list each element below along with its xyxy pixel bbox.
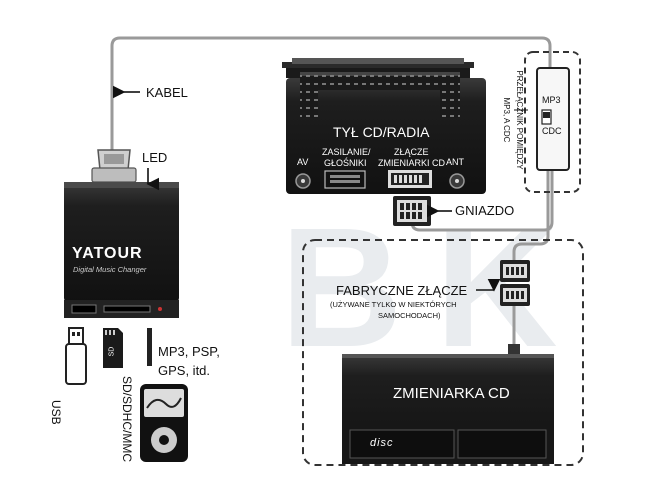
led-label: LED	[142, 150, 168, 165]
sd-label: SD/SDHC/MMC	[120, 376, 134, 462]
ant-label: ANT	[446, 157, 464, 167]
zasilanie-label-2: GŁOŚNIKI	[324, 158, 367, 168]
zlacze-label-1: ZŁĄCZE	[394, 147, 429, 157]
changer-disc-label: disc	[370, 437, 394, 449]
fabryczne-title: FABRYCZNE ZŁĄCZE	[336, 283, 468, 298]
switch-text-2: MP3, A CDC	[502, 97, 511, 143]
players-label-1: MP3, PSP,	[158, 344, 220, 359]
changer-label: ZMIENIARKA CD	[393, 385, 510, 402]
zasilanie-label-1: ZASILANIE/	[322, 147, 371, 157]
zlacze-label-2: ZMIENIARKI CD	[378, 158, 446, 168]
usb-stick	[65, 327, 87, 385]
yatour-device	[64, 149, 179, 318]
cd-changer-unit	[342, 354, 554, 464]
gniazdo-connector	[393, 196, 431, 226]
brand-subtitle: Digital Music Changer	[73, 265, 147, 274]
switch-cdc-label: CDC	[542, 126, 562, 136]
watermark-b: B	[280, 193, 403, 383]
switch-mp3-label: MP3	[542, 95, 561, 105]
mp3-player	[140, 328, 188, 462]
fabryczne-sub-2: SAMOCHODACH)	[378, 311, 441, 320]
av-label: AV	[297, 157, 309, 167]
fabryczne-sub-1: (UŻYWANE TYLKO W NIEKTÓRYCH	[330, 300, 457, 309]
factory-dashed-box	[302, 239, 584, 466]
main-cable	[110, 36, 552, 152]
sd-card-text: SD	[108, 346, 116, 357]
factory-connector	[500, 260, 530, 354]
brand-logo: YATOUR	[72, 245, 143, 262]
switch-text-1: PRZEŁĄCZNIK POMIĘDZY	[515, 70, 524, 170]
switch-dashed-box	[524, 51, 581, 193]
usb-label: USB	[49, 400, 63, 425]
gniazdo-label: GNIAZDO	[455, 203, 515, 218]
switch-box	[536, 67, 570, 171]
factory-cable	[512, 170, 550, 262]
radio-back-unit	[282, 58, 486, 194]
sd-card	[103, 328, 123, 368]
players-label-2: GPS, itd.	[158, 363, 211, 378]
kabel-label: KABEL	[146, 85, 188, 100]
radio-title: TYŁ CD/RADIA	[333, 124, 430, 140]
